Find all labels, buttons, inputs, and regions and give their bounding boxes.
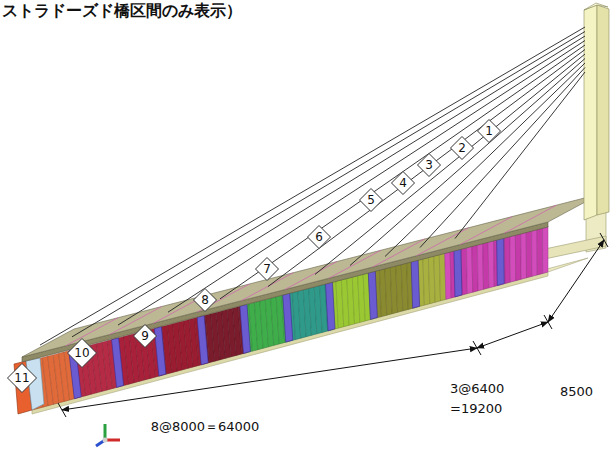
diamond-shape bbox=[418, 154, 441, 177]
diamond-shape bbox=[308, 226, 331, 249]
callout-number: 8 bbox=[193, 293, 217, 307]
callout-diamond: 1 bbox=[477, 119, 501, 143]
stay-cable bbox=[118, 36, 585, 325]
diamond-shape bbox=[134, 325, 157, 348]
diaphragm bbox=[283, 293, 293, 342]
stay-cable bbox=[350, 59, 585, 266]
callout-number: 4 bbox=[391, 176, 415, 190]
deck-grid-line bbox=[460, 217, 512, 245]
deck-grid-line bbox=[66, 318, 118, 346]
web-panel bbox=[537, 227, 543, 274]
callout-number: 3 bbox=[417, 158, 441, 172]
web-panel bbox=[521, 232, 527, 280]
model-group bbox=[14, 3, 609, 446]
web-panel bbox=[532, 229, 538, 276]
figure-title: ストラドーズド橋区間のみ表示） bbox=[2, 1, 242, 22]
callout-diamond: 7 bbox=[255, 257, 279, 281]
tower-side bbox=[597, 5, 609, 215]
diaphragm bbox=[240, 304, 251, 353]
dimension-tick bbox=[544, 315, 552, 329]
deck-grid-line bbox=[504, 205, 556, 233]
diaphragm bbox=[411, 260, 420, 309]
dimension-line bbox=[548, 240, 604, 322]
stay-cable bbox=[268, 50, 585, 287]
diamond-shape bbox=[478, 120, 501, 143]
web-panel bbox=[510, 235, 516, 283]
diamond-shape bbox=[194, 289, 217, 312]
callout-number: 10 bbox=[67, 346, 97, 360]
diaphragm bbox=[368, 271, 377, 320]
web-panel bbox=[472, 244, 478, 292]
callout-diamond: 4 bbox=[391, 171, 415, 195]
diaphragm bbox=[326, 282, 336, 331]
stay-cable bbox=[315, 54, 585, 274]
dimension-tick bbox=[473, 341, 481, 355]
deck-grid-line bbox=[110, 307, 162, 335]
deck-grid-line bbox=[285, 262, 337, 290]
callout-diamond: 3 bbox=[417, 153, 441, 177]
diaphragm bbox=[197, 315, 208, 364]
dimension-label: 8@8000＝64000 bbox=[149, 418, 262, 436]
diaphragm bbox=[454, 249, 462, 297]
tower-top bbox=[584, 3, 608, 10]
diamond-shape bbox=[360, 189, 383, 212]
web-panel bbox=[488, 240, 494, 288]
callout-number: 6 bbox=[307, 230, 331, 244]
web-panel bbox=[483, 242, 489, 290]
dimension-label: 8500 bbox=[558, 384, 595, 399]
callout-diamond: 11 bbox=[7, 363, 37, 393]
callout-number: 2 bbox=[450, 141, 474, 155]
deck-top bbox=[22, 194, 600, 357]
stay-cable bbox=[40, 27, 585, 345]
web-panel bbox=[412, 260, 419, 308]
web-panel bbox=[477, 243, 483, 291]
diamond-shape bbox=[68, 339, 97, 368]
callout-diamond: 2 bbox=[450, 136, 474, 160]
callout-diamond: 10 bbox=[67, 338, 97, 368]
web-panel bbox=[543, 226, 548, 273]
dimension-line bbox=[477, 322, 548, 348]
callout-diamond: 6 bbox=[307, 225, 331, 249]
stay-cable bbox=[168, 41, 585, 313]
diaphragm bbox=[154, 327, 166, 377]
web-panel bbox=[515, 233, 521, 281]
web-panel bbox=[505, 236, 511, 284]
callout-number: 5 bbox=[359, 193, 383, 207]
dimension-line bbox=[62, 348, 477, 410]
stay-cable bbox=[385, 63, 585, 257]
pier-base bbox=[540, 236, 606, 260]
callout-number: 1 bbox=[477, 124, 501, 138]
dimension-label: 3@6400 bbox=[448, 381, 506, 396]
diaphragm bbox=[112, 338, 124, 388]
dimension-tick bbox=[600, 233, 608, 247]
diamond-shape bbox=[451, 137, 474, 160]
stay-cable bbox=[72, 32, 585, 337]
diamond-shape bbox=[392, 172, 415, 195]
callout-number: 7 bbox=[255, 262, 279, 276]
callout-number: 9 bbox=[133, 329, 157, 343]
callout-diamond: 5 bbox=[359, 188, 383, 212]
stay-cable bbox=[220, 45, 585, 299]
callout-number: 11 bbox=[7, 371, 37, 385]
tower-front bbox=[584, 5, 597, 220]
diamond-shape bbox=[256, 258, 279, 281]
callout-diamond: 8 bbox=[193, 288, 217, 312]
deck-grid-line bbox=[329, 250, 381, 278]
dimension-tick bbox=[58, 403, 66, 417]
diamond-shape bbox=[8, 364, 37, 393]
deck-edge bbox=[22, 222, 548, 362]
callout-diamond: 9 bbox=[133, 324, 157, 348]
dimension-label: =19200 bbox=[448, 401, 504, 416]
web-panel bbox=[526, 230, 532, 278]
diaphragm bbox=[497, 237, 505, 285]
axis-icon bbox=[96, 424, 120, 446]
